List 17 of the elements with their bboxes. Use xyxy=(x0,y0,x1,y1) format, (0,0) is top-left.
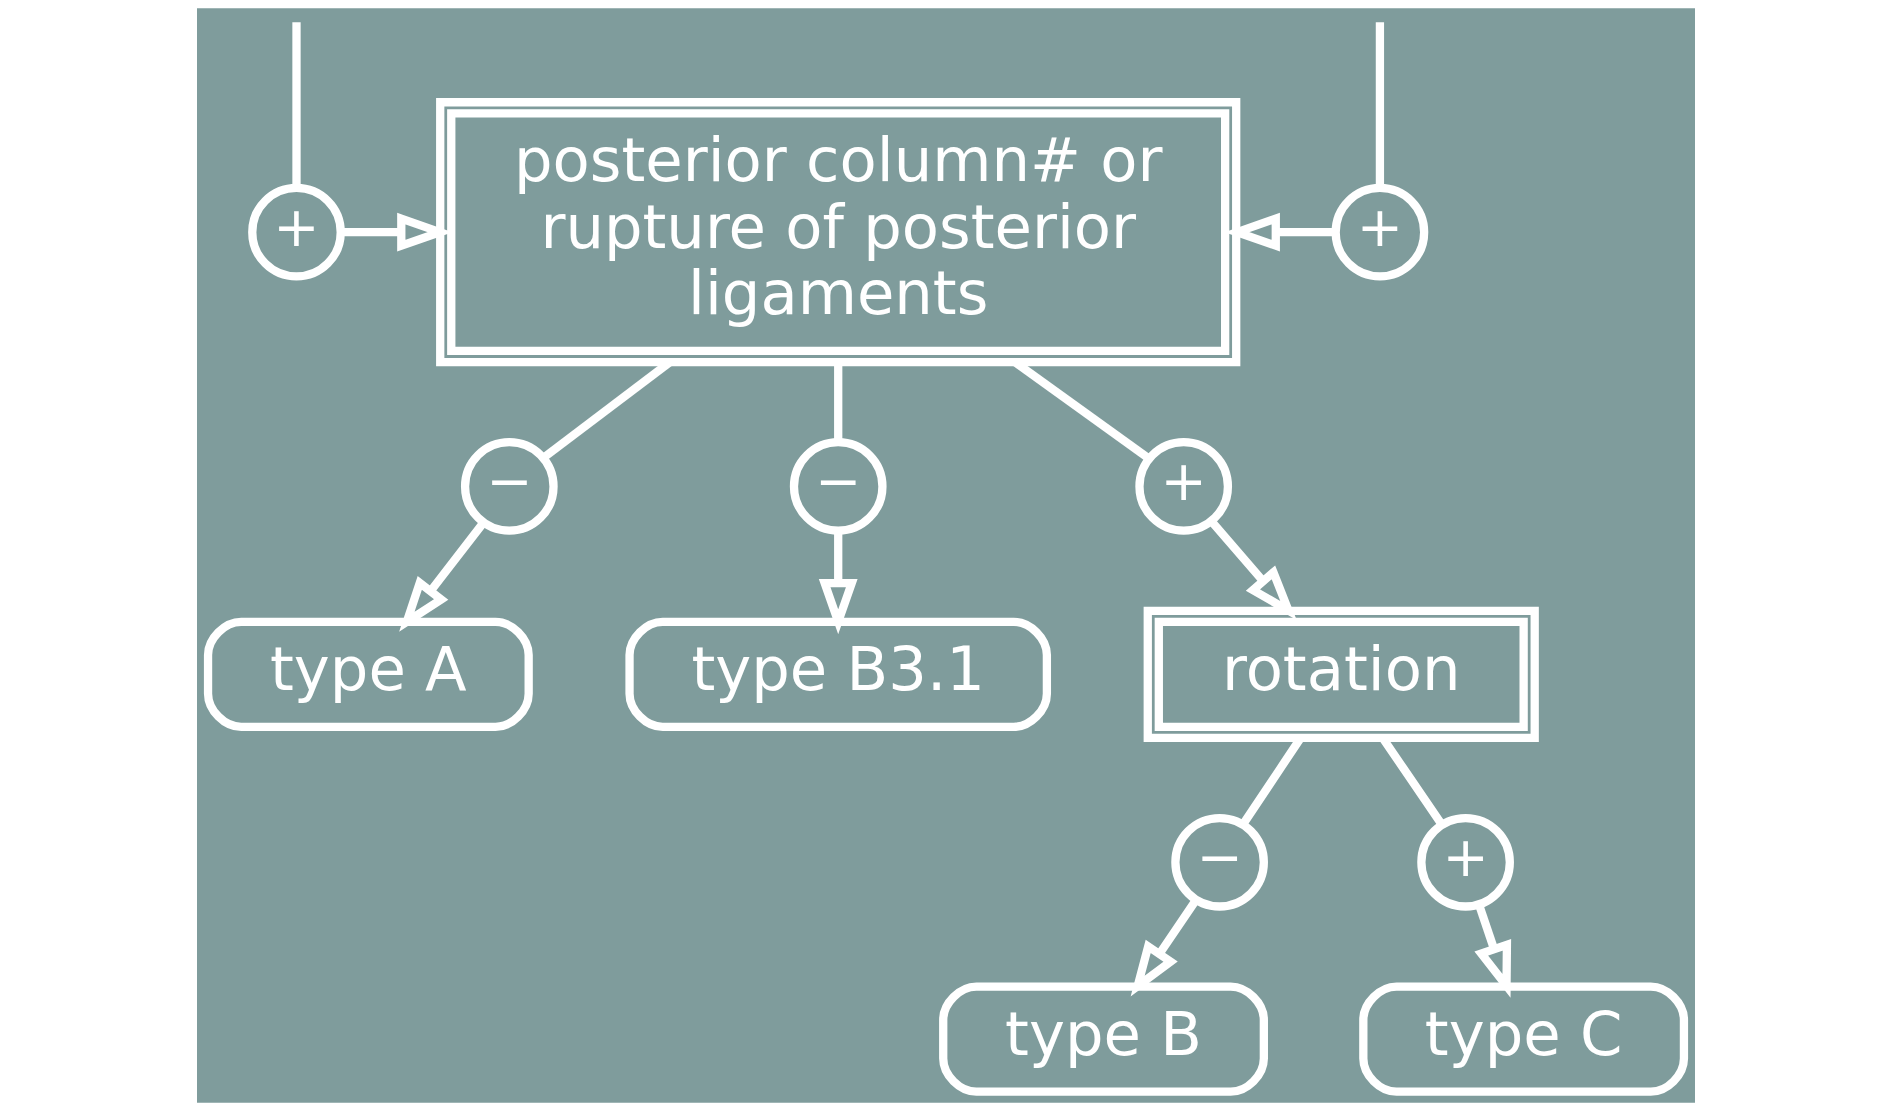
arrow xyxy=(818,531,858,635)
arrow xyxy=(398,520,487,632)
arrow xyxy=(1208,519,1297,620)
node-circle: + xyxy=(1331,183,1428,281)
node-circle: − xyxy=(789,438,887,535)
node-circle: − xyxy=(1170,813,1268,911)
node-box: rotation xyxy=(1143,606,1539,743)
node-circle: + xyxy=(1134,438,1232,535)
node-box: type B3.1 xyxy=(624,617,1051,731)
node-circle: − xyxy=(460,438,558,535)
arrow xyxy=(1130,898,1199,997)
node-box: type A xyxy=(203,617,533,731)
node-box: type B xyxy=(938,982,1268,1096)
node-box: type C xyxy=(1358,982,1688,1096)
node-circle: + xyxy=(247,183,345,281)
node-box: posterior column# or rupture of posterior ligaments xyxy=(435,98,1240,367)
node-circle: + xyxy=(1416,813,1514,911)
